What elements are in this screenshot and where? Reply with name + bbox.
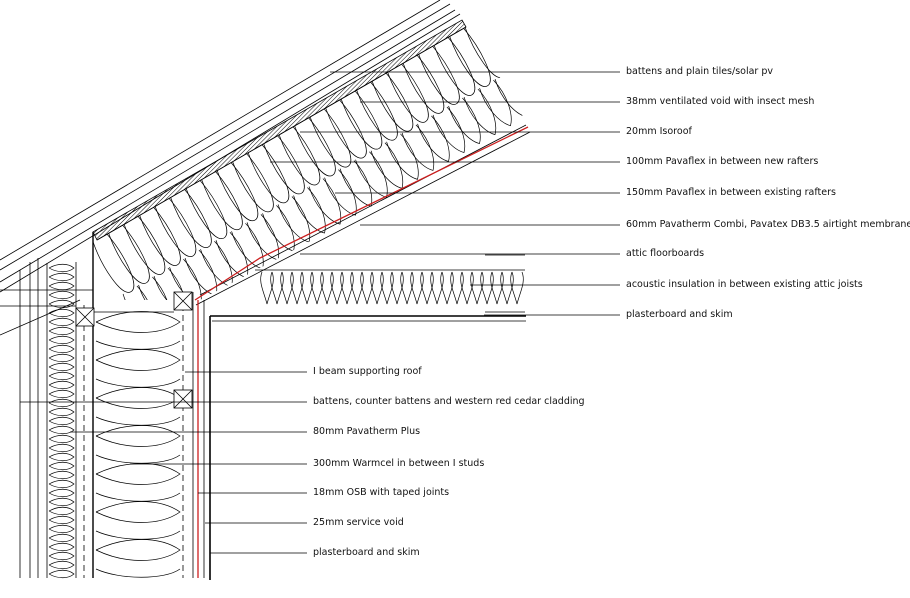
roof-build-up	[0, 0, 531, 306]
roof-label-floorboards: attic floorboards	[626, 248, 704, 259]
roof-label-membrane: 60mm Pavatherm Combi, Pavatex DB3.5 airt…	[626, 219, 910, 230]
wall-label-pavatherm: 80mm Pavatherm Plus	[313, 426, 420, 437]
roof-label-new-rafters: 100mm Pavaflex in between new rafters	[626, 156, 818, 167]
tiles-battens	[0, 0, 461, 293]
wall-label-cladding: battens, counter battens and western red…	[313, 396, 585, 407]
leader-lines	[20, 71, 620, 554]
roof-label-plasterboard: plasterboard and skim	[626, 309, 733, 320]
pavatherm-plus-insulation	[48, 263, 75, 579]
wall-label-i-beam: I beam supporting roof	[313, 366, 422, 377]
roof-label-acoustic: acoustic insulation in between existing …	[626, 279, 863, 290]
roof-label-tiles: battens and plain tiles/solar pv	[626, 66, 773, 77]
roof-label-existing-rafters: 150mm Pavaflex in between existing rafte…	[626, 187, 836, 198]
wall-label-service-void: 25mm service void	[313, 517, 404, 528]
wall-label-osb: 18mm OSB with taped joints	[313, 487, 449, 498]
attic-acoustic-insulation	[260, 271, 524, 305]
wall-insulation	[95, 311, 181, 578]
attic-ceiling	[209, 315, 526, 580]
airtight-membrane-roof	[194, 126, 529, 301]
wall-build-up	[0, 232, 205, 579]
isoroof-board	[92, 19, 467, 241]
roof-label-isoroof: 20mm Isoroof	[626, 126, 693, 137]
roof-insulation	[93, 20, 528, 300]
attic-floor	[209, 254, 526, 580]
wall-label-group: I beam supporting roof battens, counter …	[313, 366, 585, 558]
i-beam-flanges	[75, 291, 193, 409]
wall-label-plasterboard: plasterboard and skim	[313, 547, 420, 558]
wall-label-warmcel: 300mm Warmcel in between I studs	[313, 458, 484, 469]
roof-label-void: 38mm ventilated void with insect mesh	[626, 96, 814, 107]
roof-label-group: battens and plain tiles/solar pv 38mm ve…	[626, 66, 910, 320]
